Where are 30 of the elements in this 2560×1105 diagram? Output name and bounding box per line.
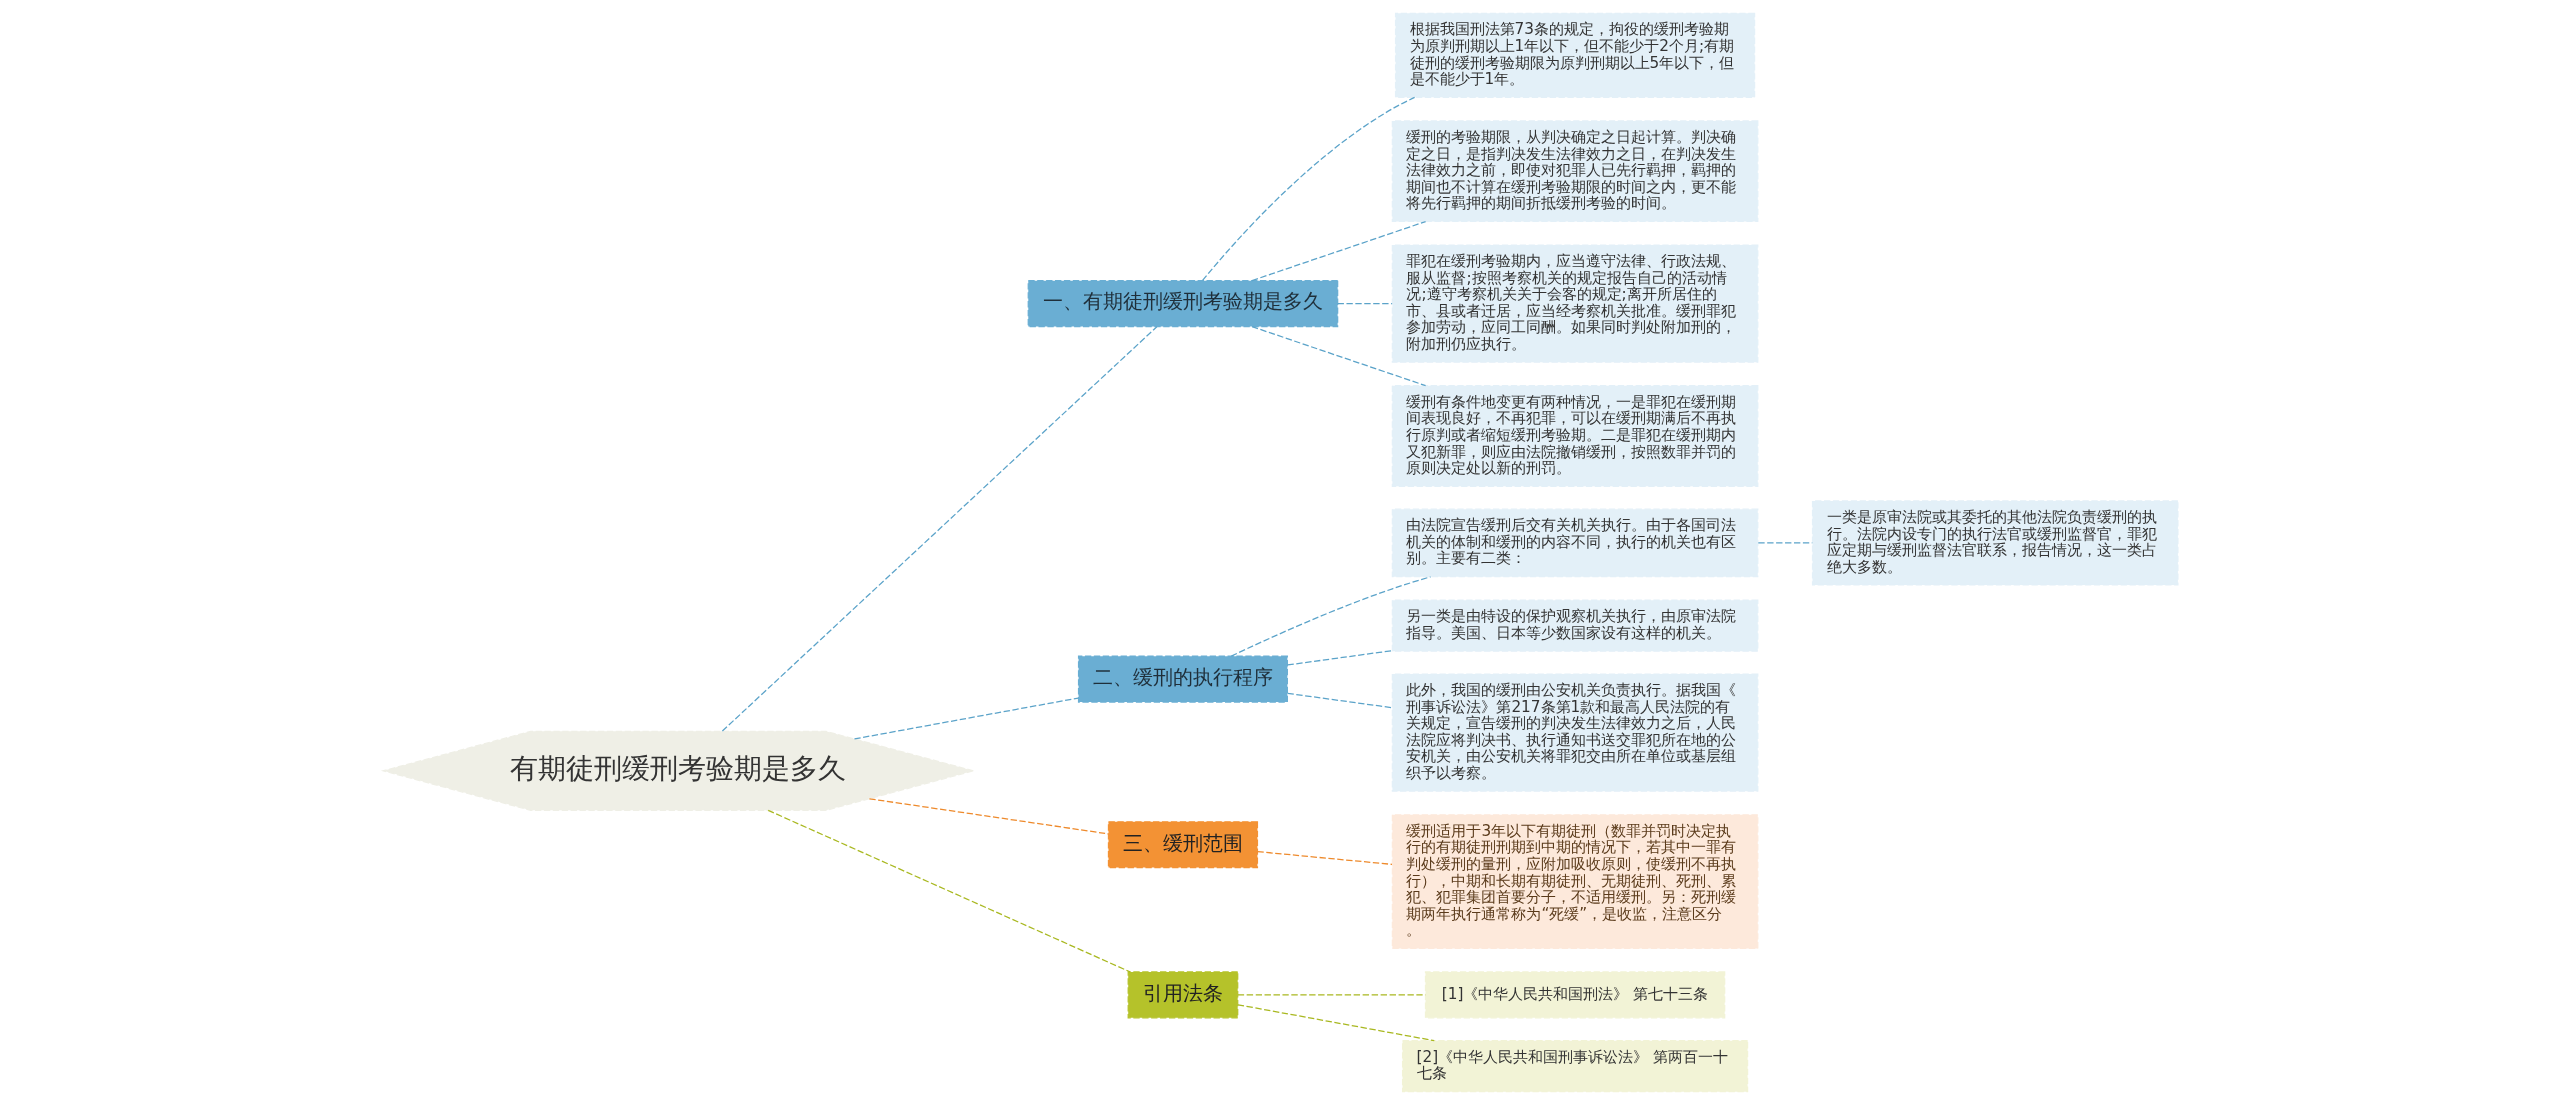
connector [767, 809, 1131, 973]
connector [1336, 302, 1393, 305]
connector [1286, 692, 1393, 709]
node-box: 另一类是由特设的保护观察机关执行，由原审法院指导。美国、日本等少数国家设有这样的机关。 [1391, 599, 1758, 652]
node-box: 罪犯在缓刑考验期内，应当遵守法律、行政法规、服从监督;按照考察机关的规定报告自己的活动情况;遵守考察机关关于会客的规定;离开所居住的市、县或者迁居，应当经考察机关批准。缓刑罪犯参加劳动，应同工同酬。如果同时判处附加刑的，附加刑仍应执行。 [1391, 244, 1758, 363]
connector [1250, 326, 1426, 387]
node-box: 二、缓刑的执行程序 [1077, 655, 1288, 703]
connector [868, 798, 1109, 835]
node-box: 一类是原审法院或其委托的其他法院负责缓刑的执行。法院内设专门的执行法官或缓刑监督官，罪犯应定期与缓刑监督法官联系，报告情况，这一类占绝大多数。 [1811, 500, 2179, 586]
node-box: 此外，我国的缓刑由公安机关负责执行。据我国《刑事诉讼法》第217条第1款和最高人民法院的有关规定，宣告缓刑的判决发生法律效力之后，人民法院应将判决书、执行通知书送交罪犯所在地的公安机关，由公安机关将罪犯交由所在单位或基层组织予以考察。 [1391, 673, 1758, 792]
node-box: [1]《中华人民共和国刑法》 第七十三条 [1424, 971, 1725, 1019]
node-box: 由法院宣告缓刑后交有关机关执行。由于各国司法机关的体制和缓刑的内容不同，执行的机关也有区别。主要有二类： [1391, 508, 1758, 578]
node-box: 一、有期徒刑缓刑考验期是多久 [1027, 280, 1338, 328]
connector [1236, 994, 1426, 996]
node-box: 三、缓刑范围 [1107, 821, 1258, 869]
connector [1286, 649, 1393, 666]
connector [1201, 96, 1415, 282]
connector [1250, 220, 1426, 282]
node-box: 根据我国刑法第73条的规定，拘役的缓刑考验期为原判刑期以上1年以下，但不能少于2个月;有期徒刑的缓刑考验期限为原判刑期以上5年以下，但是不能少于1年。 [1394, 12, 1755, 98]
node-box: 引用法条 [1127, 971, 1238, 1019]
connector [1256, 851, 1393, 865]
connector [853, 697, 1079, 740]
node-box: 缓刑适用于3年以下有期徒刑（数罪并罚时决定执行的有期徒刑刑期到中期的情况下，若其中一罪有判处缓刑的量刑，应附加吸收原则，使缓刑不再执行），中期和长期有期徒刑、无期徒刑、死刑、累犯、犯罪集团首要分子，不适用缓刑。另：死刑缓期两年执行通常称为“死缓”，是收监，注意区分。 [1391, 814, 1758, 950]
connector [1757, 542, 1813, 544]
node-box: [2]《中华人民共和国刑事诉讼法》 第两百一十七条 [1401, 1040, 1748, 1093]
connector [1230, 576, 1431, 657]
connector [1236, 1004, 1435, 1042]
node-box: 缓刑有条件地变更有两种情况，一是罪犯在缓刑期间表现良好，不再犯罪，可以在缓刑期满后不再执行原判或者缩短缓刑考验期。二是罪犯在缓刑期内又犯新罪，则应由法院撤销缓刑，按照数罪并罚的原则决定处以新的刑罚。 [1391, 385, 1758, 487]
connector [721, 326, 1157, 732]
node-box: 缓刑的考验期限，从判决确定之日起计算。判决确定之日，是指判决发生法律效力之日，在判决发生法律效力之前，即使对犯罪人已先行羁押，羁押的期间也不计算在缓刑考验期限的时间之内，更不能将先行羁押的期间折抵缓刑考验的时间。 [1391, 120, 1758, 223]
